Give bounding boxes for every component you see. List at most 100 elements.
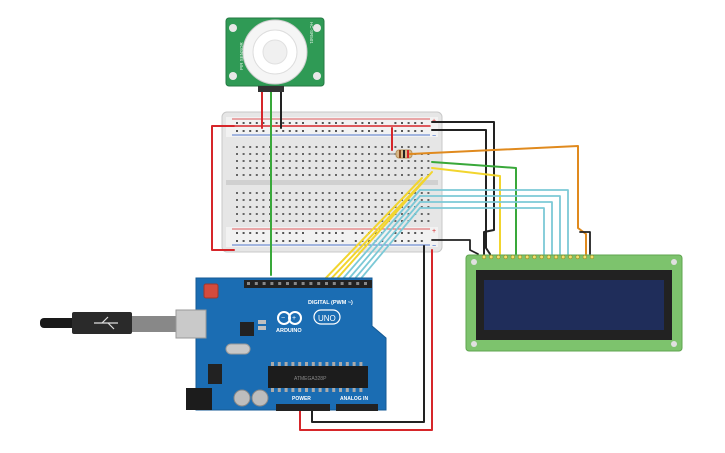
terminal-hole [295, 206, 298, 208]
terminal-hole [401, 160, 403, 162]
rail-hole [236, 130, 238, 132]
lcd-pin[interactable] [553, 254, 559, 260]
terminal-hole [368, 167, 370, 169]
terminal-hole [420, 213, 423, 215]
digital-pin[interactable] [332, 282, 336, 285]
rail-hole [394, 130, 397, 132]
lcd-pin[interactable] [510, 254, 515, 260]
chip-leg [352, 362, 356, 366]
chip-leg [291, 388, 295, 392]
lcd-pin[interactable] [582, 254, 587, 260]
terminal-hole [242, 167, 245, 169]
terminal-hole [242, 206, 245, 208]
terminal-hole [242, 220, 245, 222]
terminal-hole [262, 220, 265, 222]
terminal-hole [288, 153, 291, 155]
rail-hole [381, 122, 384, 124]
rail-hole [302, 130, 304, 132]
wire-black-lcd-3 [431, 239, 479, 255]
terminal-hole [255, 192, 258, 194]
digital-pin[interactable] [254, 282, 258, 285]
arduino-logo: − + [277, 311, 302, 325]
rail-hole [381, 130, 384, 132]
terminal-hole [302, 199, 304, 201]
digital-pin[interactable] [317, 282, 321, 285]
terminal-hole [427, 199, 430, 201]
pir-label-right: HC-SR501 [309, 22, 314, 44]
lcd-pin[interactable] [525, 254, 530, 260]
terminal-hole [275, 174, 278, 176]
digital-pin[interactable] [270, 282, 274, 285]
chip-leg [359, 388, 363, 392]
lcd-display[interactable] [465, 254, 683, 352]
terminal-hole [295, 199, 298, 201]
terminal-hole [328, 220, 331, 222]
digital-pin[interactable] [286, 282, 289, 285]
rail-hole [295, 130, 298, 132]
terminal-hole [255, 220, 258, 222]
terminal-hole [249, 220, 252, 222]
pir-sensor[interactable]: PIR SENSOR HC-SR501 [225, 17, 325, 92]
terminal-hole [361, 192, 364, 194]
terminal-hole [341, 160, 344, 162]
terminal-hole [321, 206, 324, 208]
terminal-hole [262, 213, 265, 215]
terminal-hole [321, 146, 324, 148]
pir-label-left: PIR SENSOR [239, 41, 244, 70]
rail-hole [288, 232, 291, 234]
digital-pin[interactable] [348, 282, 352, 285]
rail-hole [315, 130, 318, 132]
terminal-hole [407, 167, 410, 169]
lcd-pin[interactable] [568, 254, 573, 260]
terminal-hole [354, 220, 357, 222]
reset-button[interactable] [203, 283, 219, 299]
terminal-hole [361, 174, 364, 176]
terminal-hole [368, 213, 370, 215]
digital-pin[interactable] [325, 282, 328, 285]
rail-hole [249, 232, 252, 234]
lcd-pin[interactable] [561, 254, 566, 260]
terminal-hole [407, 160, 410, 162]
rail-hole [275, 232, 278, 234]
terminal-hole [401, 220, 403, 222]
terminal-hole [282, 146, 285, 148]
digital-pin[interactable] [247, 282, 250, 285]
lcd-pin[interactable] [489, 254, 494, 260]
rail-hole [255, 232, 258, 234]
terminal-hole [420, 160, 423, 162]
rail-hole [249, 122, 252, 124]
arduino-uno[interactable]: DIGITAL (PWM ~) − + ARDUINO UNO ATMEGA32… [186, 277, 387, 411]
digital-pin[interactable] [301, 282, 305, 285]
terminal-hole [308, 160, 311, 162]
digital-pin[interactable] [356, 282, 360, 285]
terminal-hole [275, 153, 278, 155]
lcd-pin[interactable] [546, 254, 551, 260]
lcd-pin[interactable] [517, 254, 523, 260]
digital-pin[interactable] [293, 282, 297, 285]
terminal-hole [275, 213, 278, 215]
digital-pin[interactable] [364, 282, 367, 285]
terminal-hole [381, 199, 384, 201]
terminal-hole [354, 153, 357, 155]
terminal-hole [321, 174, 324, 176]
digital-pin[interactable] [262, 282, 266, 285]
chip-legs [271, 362, 363, 392]
lcd-pin[interactable] [532, 254, 537, 260]
lcd-pin[interactable] [496, 254, 501, 260]
chip-leg [298, 388, 302, 392]
digital-pin[interactable] [278, 282, 282, 285]
rail-hole [315, 240, 318, 242]
rail-hole [295, 232, 298, 234]
resistor[interactable] [390, 149, 420, 159]
rail-hole [321, 232, 324, 234]
digital-pin[interactable] [340, 282, 344, 285]
lcd-pin[interactable] [575, 254, 580, 260]
lcd-pin[interactable] [481, 254, 487, 260]
digital-pin[interactable] [309, 282, 313, 285]
terminal-hole [374, 146, 377, 148]
terminal-hole [387, 174, 390, 176]
lcd-pin[interactable] [539, 254, 544, 260]
terminal-hole [387, 206, 390, 208]
lcd-pin[interactable] [503, 254, 508, 260]
lcd-pin[interactable] [589, 254, 595, 260]
